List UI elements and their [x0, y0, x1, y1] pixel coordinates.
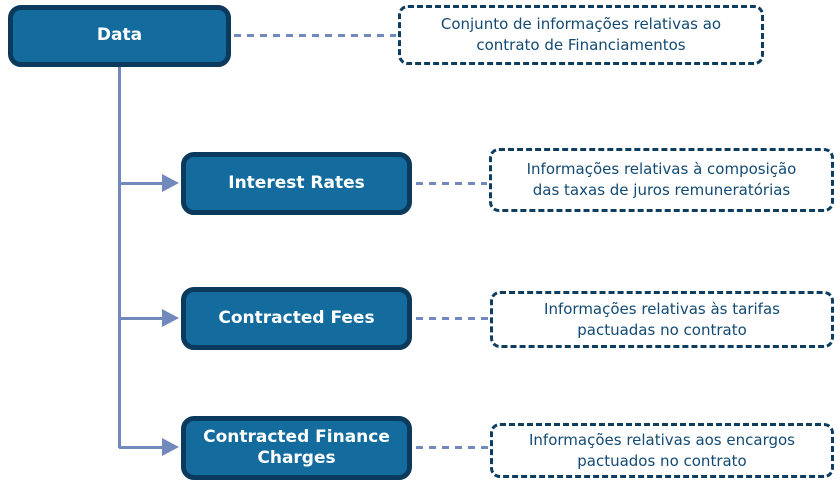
node-interest-rates: Interest Rates: [181, 152, 412, 215]
arrow-right-icon: [162, 438, 179, 456]
annotation-contracted-fees-text: Informações relativas às tarifas pactuad…: [544, 299, 780, 339]
branch-connector-line: [119, 317, 164, 320]
node-contracted-finance-charges: Contracted Finance Charges: [181, 416, 412, 480]
dashed-annotation-link: [416, 317, 488, 320]
annotation-contracted-finance-charges: Informações relativas aos encargos pactu…: [490, 423, 834, 478]
node-interest-rates-label: Interest Rates: [228, 172, 365, 193]
node-contracted-fees-label: Contracted Fees: [218, 307, 375, 328]
node-contracted-finance-charges-label: Contracted Finance Charges: [203, 426, 390, 468]
annotation-contracted-fees: Informações relativas às tarifas pactuad…: [490, 291, 834, 348]
annotation-data-text: Conjunto de informações relativas ao con…: [440, 15, 722, 54]
node-data: Data: [8, 5, 231, 67]
node-data-label: Data: [96, 25, 143, 46]
dashed-annotation-link: [416, 182, 487, 185]
dashed-annotation-link: [234, 34, 396, 37]
arrow-right-icon: [162, 309, 179, 327]
annotation-interest-rates: Informações relativas à composição das t…: [489, 148, 834, 212]
branch-connector-line: [119, 446, 164, 449]
trunk-connector-line: [118, 67, 121, 448]
annotation-contracted-finance-charges-text: Informações relativas aos encargos pactu…: [528, 430, 795, 470]
annotation-data: Conjunto de informações relativas ao con…: [398, 5, 764, 65]
node-contracted-fees: Contracted Fees: [181, 287, 412, 350]
branch-connector-line: [119, 182, 164, 185]
annotation-interest-rates-text: Informações relativas à composição das t…: [526, 160, 797, 199]
arrow-right-icon: [162, 174, 179, 192]
dashed-annotation-link: [416, 446, 488, 449]
